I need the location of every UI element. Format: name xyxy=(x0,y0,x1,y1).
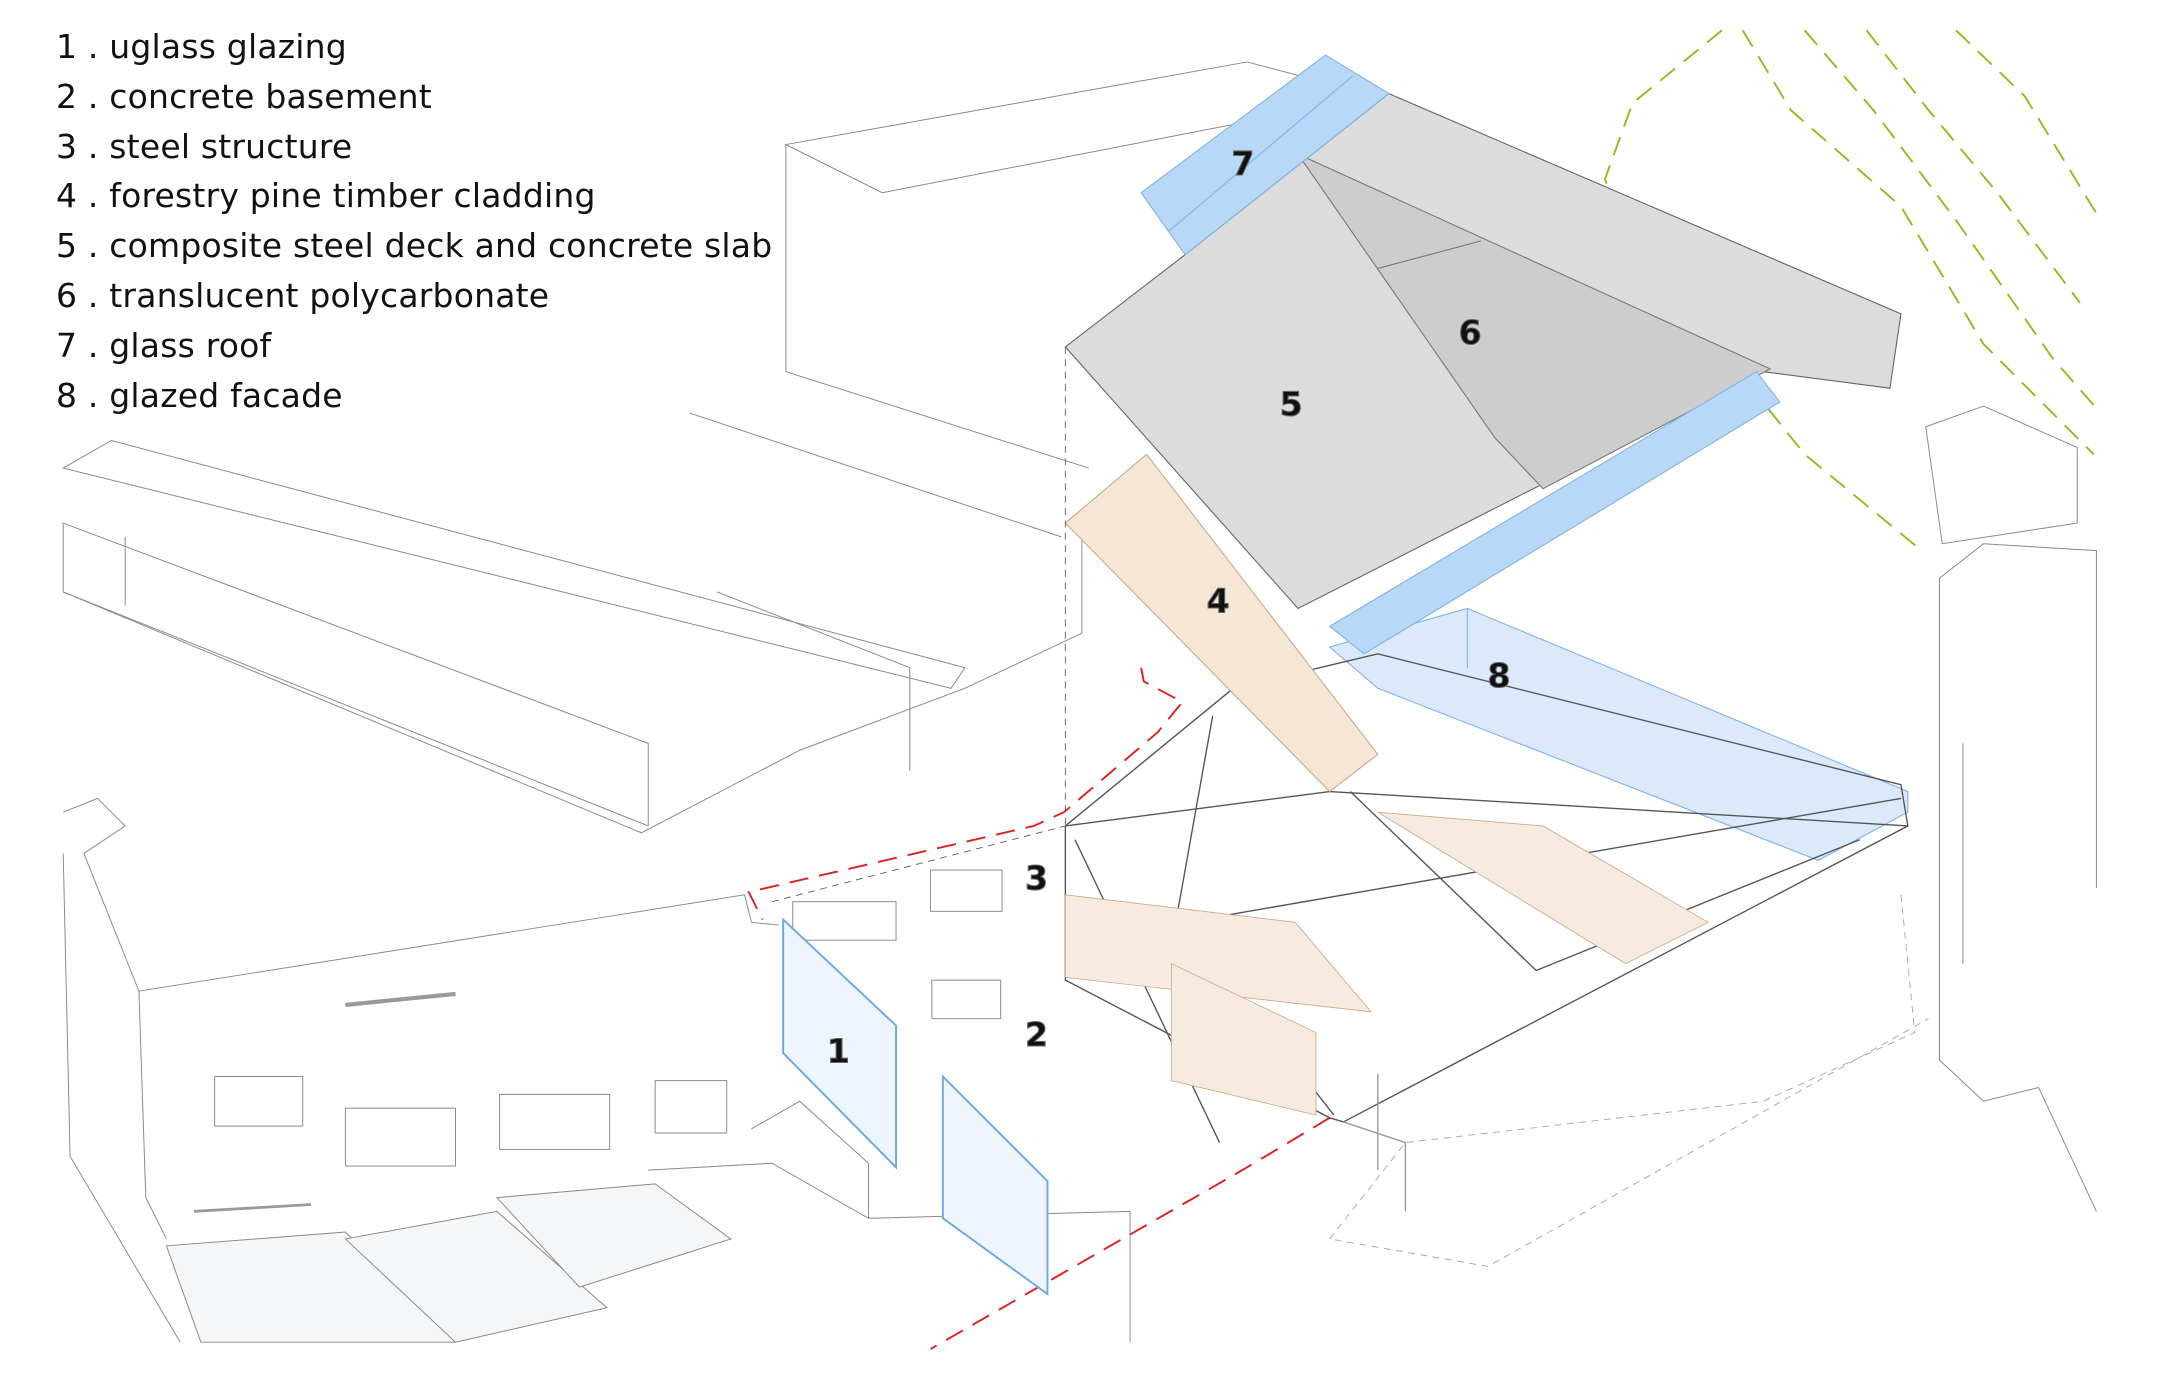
timber-cladding-panel xyxy=(1064,453,1379,793)
legend-text: composite steel deck and concrete slab xyxy=(109,226,773,266)
legend-number: 1 . xyxy=(56,27,99,66)
legend-number: 4 . xyxy=(56,176,99,216)
label-2: 2 xyxy=(1025,1015,1048,1054)
label-1: 1 xyxy=(827,1032,850,1071)
site-boundary xyxy=(747,667,1184,920)
legend-item-1: 1 . uglass glazing xyxy=(56,22,772,72)
legend: 1 . uglass glazing 2 . concrete basement… xyxy=(56,22,772,420)
steel-structure xyxy=(1064,653,1909,1212)
legend-text: glazed facade xyxy=(109,375,343,415)
legend-number: 5 . xyxy=(56,226,99,266)
legend-text: uglass glazing xyxy=(109,27,347,66)
glass-roof-mullions xyxy=(1168,75,1354,232)
label-5: 5 xyxy=(1280,385,1303,424)
legend-text: steel structure xyxy=(109,126,353,166)
legend-text: concrete basement xyxy=(109,76,432,116)
glass-skylight-strip xyxy=(1328,370,1781,655)
contour-lines xyxy=(1603,29,2102,552)
legend-item-8: 8 . glazed facade xyxy=(56,371,772,421)
uglass-panel-1 xyxy=(782,917,897,1170)
legend-number: 3 . xyxy=(56,126,99,166)
label-6: 6 xyxy=(1459,313,1482,352)
uglass-panel-2 xyxy=(941,1074,1049,1296)
legend-item-3: 3 . steel structure xyxy=(56,122,772,172)
legend-item-7: 7 . glass roof xyxy=(56,321,772,371)
legend-number: 2 . xyxy=(56,76,99,116)
legend-text: glass roof xyxy=(109,325,272,365)
label-3: 3 xyxy=(1025,858,1048,897)
label-8: 8 xyxy=(1487,656,1510,695)
legend-text: forestry pine timber cladding xyxy=(109,176,596,216)
legend-number: 6 . xyxy=(56,275,99,315)
projection-lines xyxy=(772,346,1929,1267)
glass-roof xyxy=(1140,54,1390,256)
polycarbonate-panels xyxy=(1296,152,1772,490)
existing-building-right xyxy=(1925,405,2097,1212)
legend-text: translucent polycarbonate xyxy=(109,275,550,315)
legend-item-5: 5 . composite steel deck and concrete sl… xyxy=(56,221,772,271)
legend-item-4: 4 . forestry pine timber cladding xyxy=(56,171,772,221)
site-boundary-lower xyxy=(929,1116,1331,1350)
existing-building-left xyxy=(61,61,1378,1343)
label-4: 4 xyxy=(1207,582,1230,621)
legend-number: 7 . xyxy=(56,325,99,365)
polycarbonate-grid xyxy=(1377,240,1482,269)
legend-number: 8 . xyxy=(56,375,99,415)
label-7: 7 xyxy=(1231,144,1254,183)
legend-item-6: 6 . translucent polycarbonate xyxy=(56,271,772,321)
legend-item-2: 2 . concrete basement xyxy=(56,72,772,122)
